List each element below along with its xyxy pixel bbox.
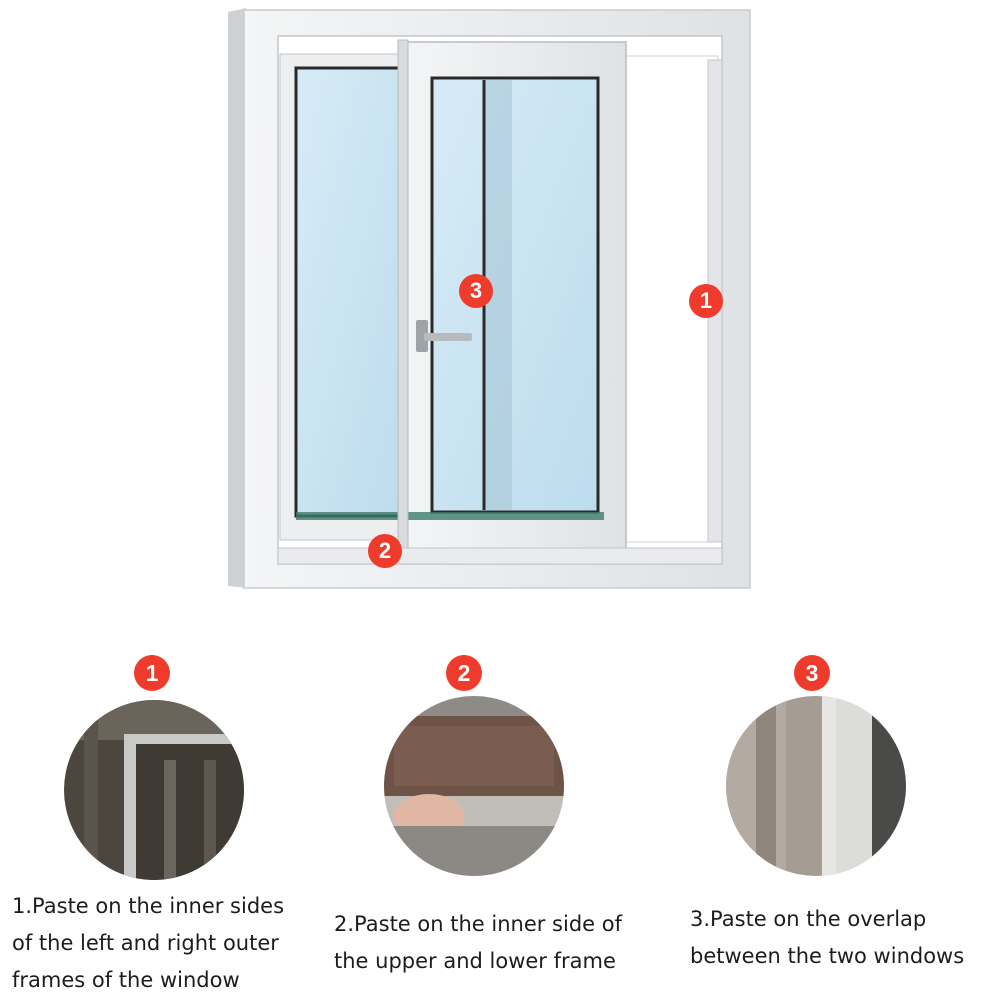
caption-line: frames of the window	[12, 968, 240, 992]
caption-line: 2.Paste on the inner side of	[334, 912, 622, 936]
caption-line: of the left and right outer	[12, 931, 279, 955]
handle-base	[416, 320, 428, 352]
caption-line: the upper and lower frame	[334, 949, 616, 973]
step-1-photo	[64, 700, 244, 880]
left-glass	[294, 66, 408, 518]
caption-line: between the two windows	[690, 944, 965, 968]
caption-line: 3.Paste on the overlap	[690, 907, 927, 931]
marker-2: 2	[368, 534, 402, 568]
bottom-sill	[277, 547, 723, 565]
handle-lever	[424, 333, 472, 341]
marker-1: 1	[689, 284, 723, 318]
marker-3: 3	[459, 274, 493, 308]
step-2-caption: 2.Paste on the inner side of the upper a…	[334, 906, 622, 980]
glass-edge	[296, 512, 604, 520]
outer-frame-side	[228, 8, 246, 588]
step-3-badge: 3	[794, 655, 830, 691]
window-illustration	[228, 8, 751, 589]
step-3-photo	[726, 696, 906, 876]
step-3-caption: 3.Paste on the overlap between the two w…	[690, 901, 964, 975]
caption-line: 1.Paste on the inner sides	[12, 894, 285, 918]
overlap-rail	[397, 39, 409, 561]
step-1-caption: 1.Paste on the inner sides of the left a…	[12, 888, 284, 999]
step-2-photo	[384, 696, 564, 876]
step-2-badge: 2	[446, 655, 482, 691]
middle-glass	[430, 76, 600, 514]
step-1-badge: 1	[134, 655, 170, 691]
